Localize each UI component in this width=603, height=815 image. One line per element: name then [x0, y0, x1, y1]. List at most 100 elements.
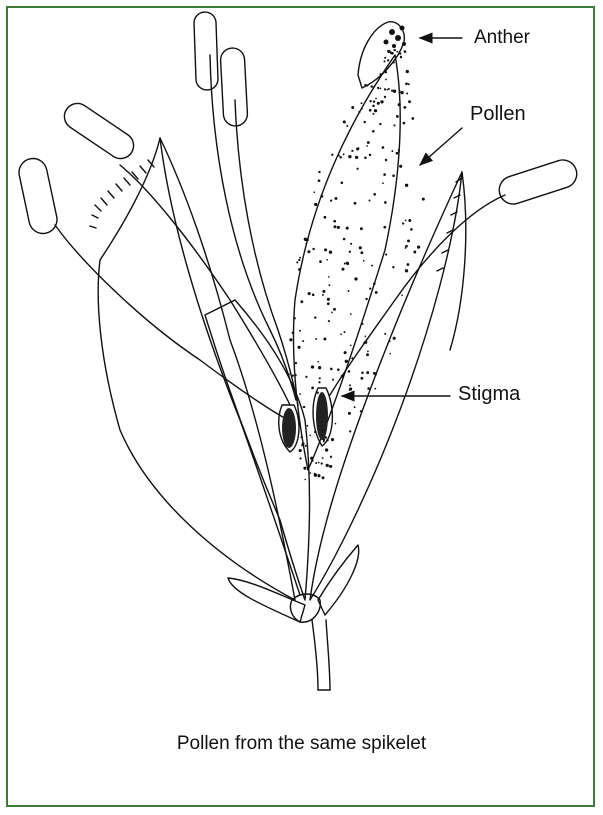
pollen-grain — [341, 375, 344, 378]
pollen-grain — [311, 365, 314, 368]
pollen-grain — [296, 261, 298, 263]
pollen-grain — [343, 120, 346, 123]
pollen-grain — [341, 182, 344, 185]
pollen-grain — [310, 457, 313, 460]
pollen-grain — [289, 338, 292, 341]
pollen-grain — [341, 268, 344, 271]
pollen-grain — [408, 83, 410, 85]
pollen-grain — [330, 368, 333, 371]
pollen-grain — [389, 340, 391, 342]
pollen-grain — [322, 290, 325, 293]
outer-glume-left — [98, 138, 295, 600]
pollen-grain — [367, 85, 369, 87]
pollen-grain — [308, 292, 311, 295]
pollen-grain — [361, 102, 363, 104]
pollen-grain — [322, 457, 324, 459]
pollen-grain — [326, 439, 328, 441]
pollen-grain — [311, 460, 313, 462]
pollen-grain — [369, 200, 371, 202]
pollen-grain — [317, 392, 319, 394]
pollen-grain — [328, 276, 330, 278]
pollen-grain — [328, 320, 330, 322]
pollen-grain — [382, 146, 385, 149]
pollen-grain — [413, 251, 416, 254]
anther-5 — [496, 156, 581, 207]
pollen-grain — [400, 56, 402, 58]
pollen-grain — [325, 436, 328, 439]
pollen-grain — [355, 156, 358, 159]
pollen-grain — [338, 154, 340, 156]
pollen-grain — [380, 100, 383, 103]
pollen-grain — [349, 388, 352, 391]
pollen-grain — [417, 246, 420, 249]
pollen-grain — [396, 152, 399, 155]
pollen-grain — [312, 293, 315, 296]
pollen-grain — [379, 123, 381, 125]
pollen-grain — [320, 195, 323, 198]
pollen-grain — [408, 100, 411, 103]
pollen-grain — [334, 225, 337, 228]
pollen-grain — [314, 431, 316, 433]
pollen-grain — [398, 149, 400, 151]
pollen-grain — [331, 312, 333, 314]
pollen-grain — [322, 294, 324, 296]
pollen-grain — [369, 287, 371, 289]
pollen-arrow — [420, 128, 462, 165]
pollen-grain — [315, 462, 317, 464]
anther-top — [358, 22, 404, 88]
pollen-grain — [326, 464, 329, 467]
pollen-grain — [357, 168, 359, 170]
pollen-grain — [366, 371, 369, 374]
pollen-grain — [384, 88, 386, 90]
pollen-grain — [385, 159, 387, 161]
pollen-grain — [364, 84, 367, 87]
pollen-grain — [373, 282, 376, 285]
pollen-grain — [383, 60, 385, 62]
pollen-grain — [377, 87, 379, 89]
label-anther: Anther — [474, 28, 530, 47]
palea-right-serration — [437, 178, 462, 271]
pollen-grain — [402, 222, 404, 224]
pollen-grain — [317, 361, 319, 363]
pollen-grain — [373, 100, 375, 102]
pollen-grain — [298, 268, 301, 271]
pollen-grain — [318, 366, 321, 369]
pollen-grain — [350, 313, 352, 315]
pollen-grain — [367, 141, 370, 144]
pollen-grain — [337, 226, 340, 229]
pollen-grain — [302, 442, 305, 445]
pollen-grain — [350, 344, 352, 346]
pollen-grain — [392, 174, 395, 177]
pollen-grain — [384, 96, 386, 98]
pollen-grain — [403, 122, 406, 125]
pollen-grain — [321, 429, 323, 431]
filament-5 — [330, 195, 505, 395]
pollen-grain — [360, 227, 363, 230]
pollen-grain — [326, 259, 328, 261]
pollen-grain — [303, 406, 305, 408]
pollen-grain — [318, 462, 320, 464]
pollen-grain — [406, 93, 408, 95]
pollen-grain — [380, 73, 383, 76]
pollen-grain — [298, 259, 300, 261]
pollen-grain — [405, 220, 407, 222]
pollen-grain — [332, 379, 334, 381]
pollen-grain — [314, 316, 316, 318]
pollen-grain — [312, 248, 314, 250]
pollen-grain — [340, 333, 342, 335]
pollen-grain — [365, 298, 367, 300]
pollen-grain — [321, 421, 323, 423]
pollen-grain — [301, 436, 303, 438]
pollen-grain — [313, 191, 315, 193]
pollen-grain — [360, 251, 363, 254]
pollen-grain — [318, 381, 320, 383]
stem — [312, 620, 330, 690]
pollen-grain — [371, 265, 373, 267]
pollen-dots — [288, 49, 425, 480]
pollen-grain — [309, 472, 311, 474]
pollen-grain — [324, 216, 327, 219]
pollen-grain — [305, 376, 307, 378]
pollen-grain — [314, 473, 317, 476]
label-pollen: Pollen — [470, 104, 526, 124]
pollen-grain — [357, 147, 359, 149]
